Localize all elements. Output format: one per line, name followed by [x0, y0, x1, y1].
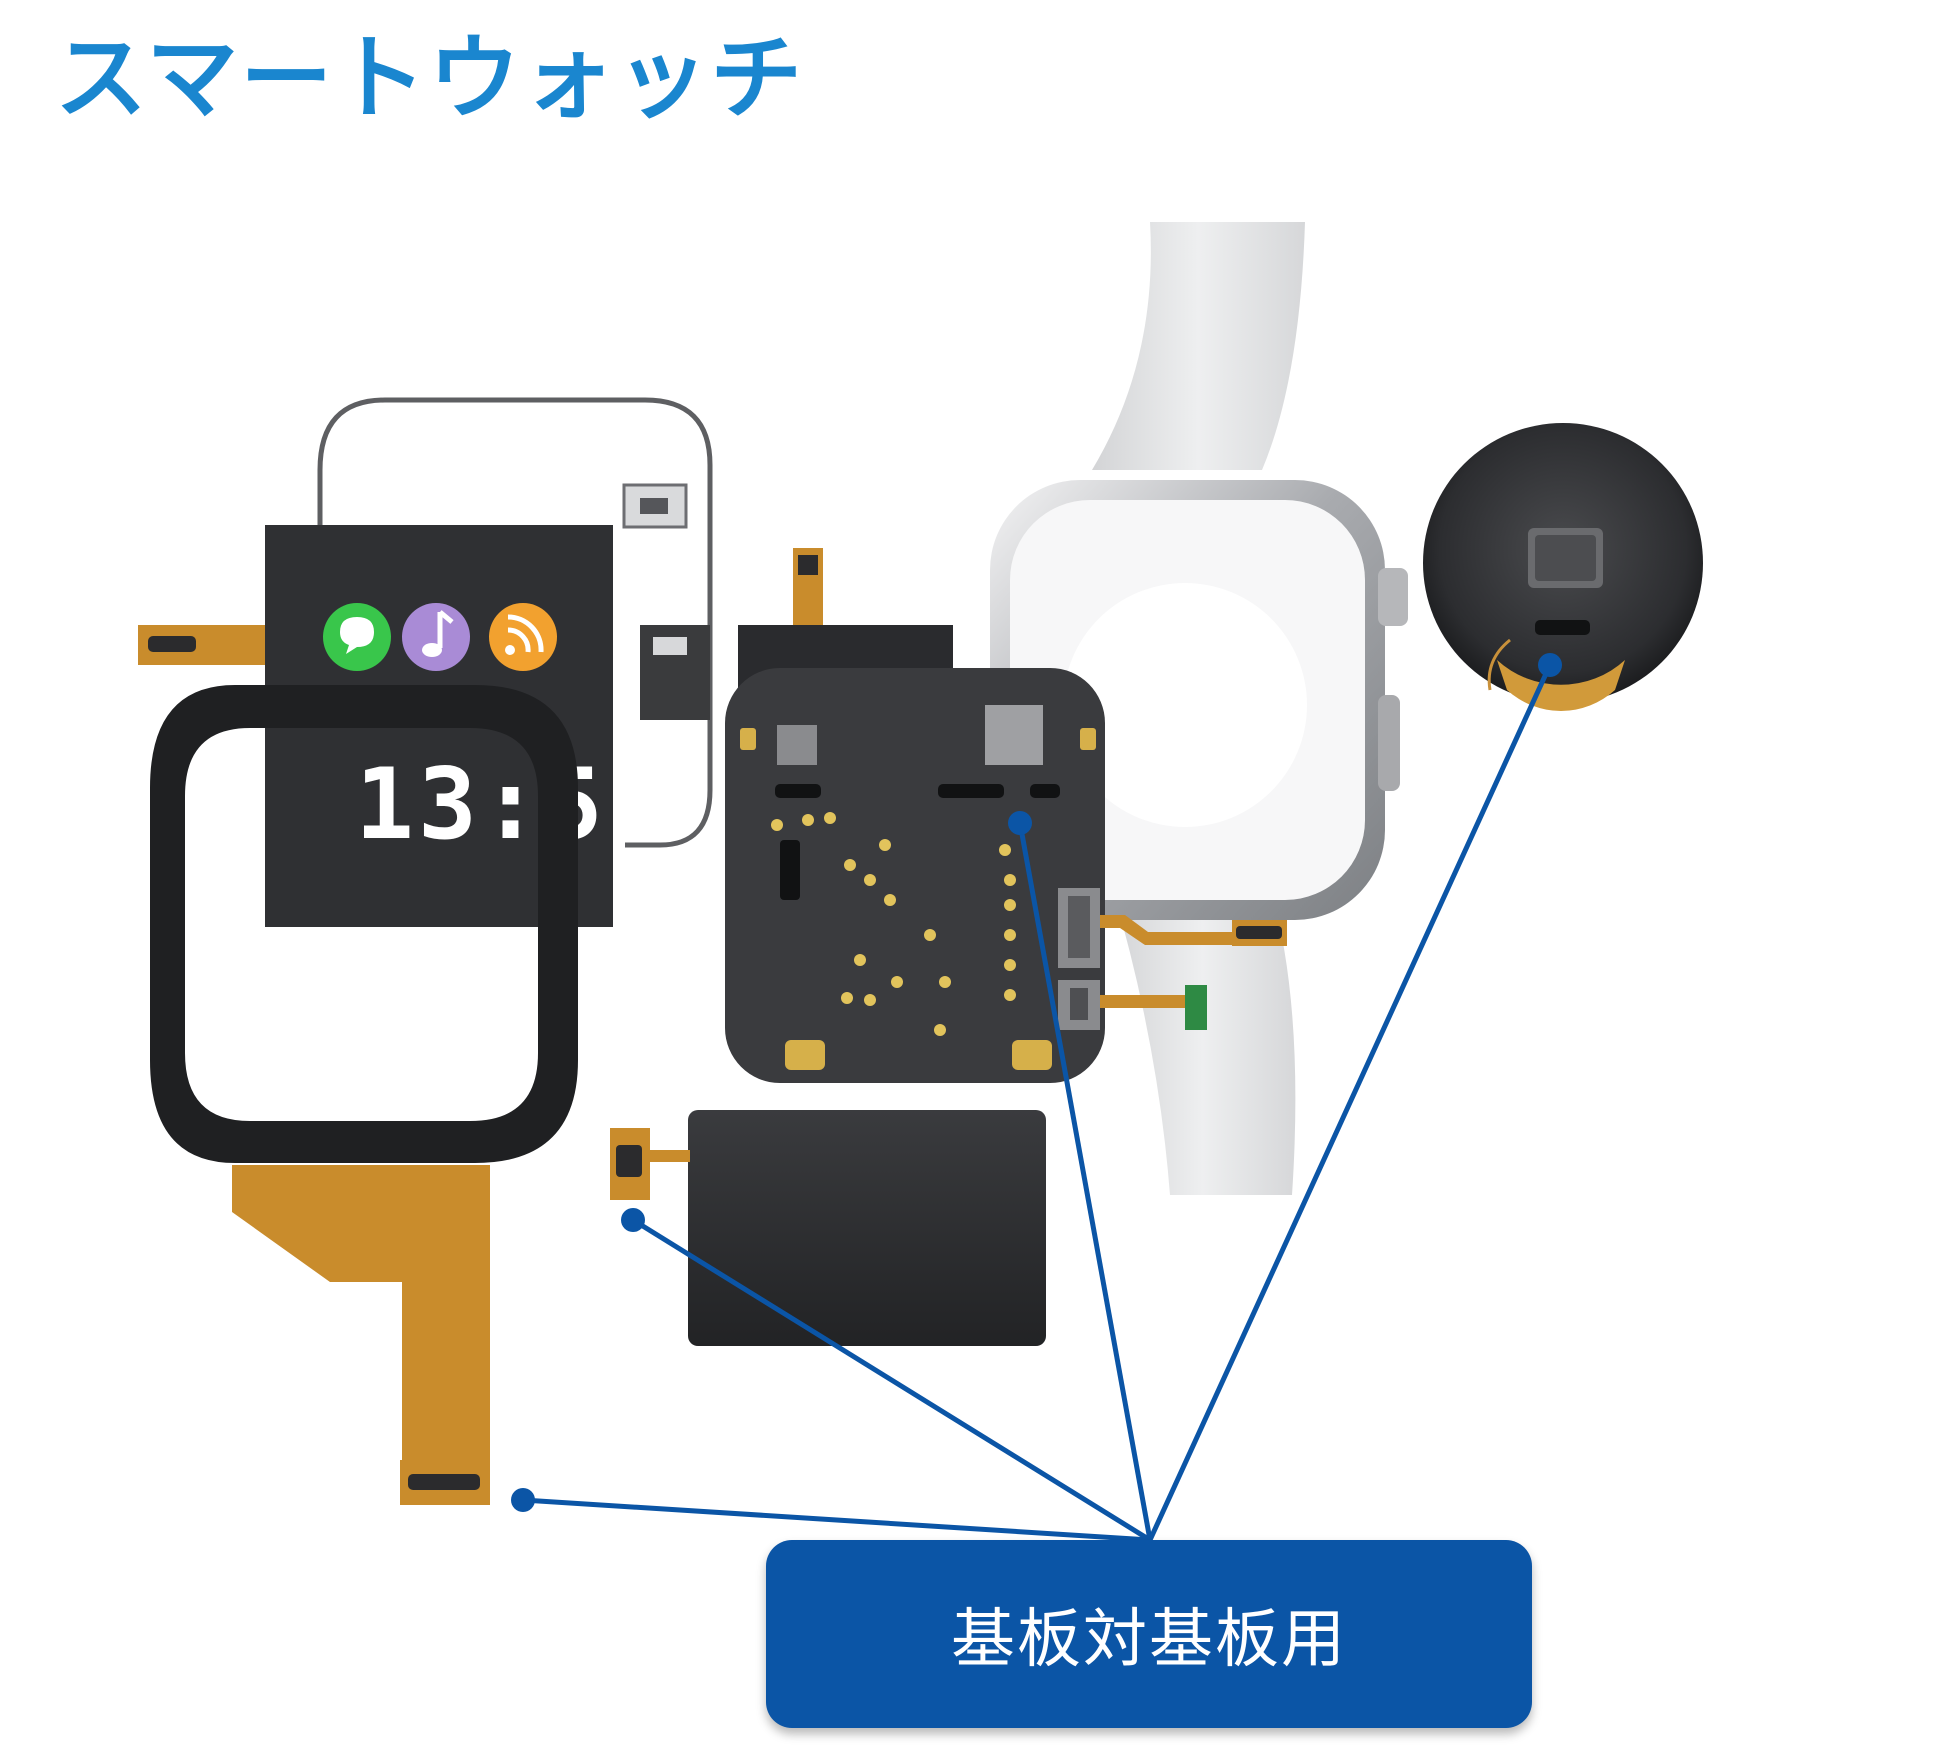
battery — [610, 1110, 1046, 1346]
top-flex-tail — [793, 548, 823, 628]
touch-bezel-frame — [150, 685, 578, 1163]
callout-markers — [511, 653, 1562, 1512]
main-circuit-board — [725, 625, 1105, 1083]
callout-label-text: 基板対基板用 — [951, 1603, 1347, 1677]
antenna-connector — [640, 625, 710, 720]
connector-receptacle — [408, 1474, 480, 1490]
page-title: スマートウォッチ — [55, 25, 805, 132]
side-flex-tails — [1058, 888, 1287, 1030]
solder-pads — [771, 812, 1016, 1036]
side-button — [1378, 695, 1400, 791]
music-note-icon — [402, 603, 470, 671]
crown-button — [1378, 568, 1408, 626]
watch-strap — [1092, 222, 1305, 1195]
heart-rate-sensor-module — [1423, 423, 1703, 711]
antenna-loop — [317, 397, 713, 848]
display-flex-connector — [138, 625, 268, 665]
main-flex-cable — [232, 1165, 490, 1505]
callout-label-box: 基板対基板用 — [766, 1540, 1532, 1728]
callout-leader-lines — [522, 663, 1553, 1543]
clock-digits: 13:56 — [355, 748, 670, 862]
